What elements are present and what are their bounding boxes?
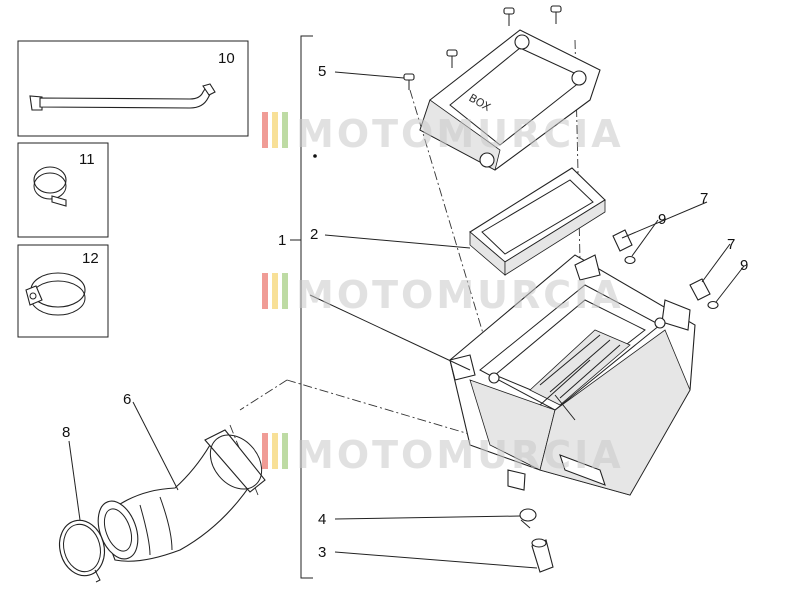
callout-6: 6: [123, 391, 131, 408]
callout-5: 5: [318, 63, 326, 80]
airbox-body: [449, 254, 696, 496]
callout-7a: 7: [700, 190, 708, 207]
callout-7b: 7: [727, 236, 735, 253]
hose-clamp-4: [519, 508, 537, 529]
inset-hose-10: [17, 40, 249, 137]
inset-clamp-11: [17, 142, 109, 238]
airbox-lid: BOX: [419, 29, 601, 171]
callout-3: 3: [318, 544, 326, 561]
callout-11: 11: [79, 151, 95, 168]
screws-5: [403, 5, 562, 90]
watermark-2: MOTOMURCIA: [262, 273, 624, 317]
spring-clamp-8: [58, 519, 106, 583]
watermark-3: MOTOMURCIA: [262, 433, 624, 477]
callout-12: 12: [82, 250, 99, 267]
watermark-text: MOTOMURCIA: [296, 273, 624, 317]
watermark-text: MOTOMURCIA: [296, 433, 624, 477]
callout-4: 4: [318, 511, 326, 528]
callout-9a: 9: [658, 211, 666, 228]
drain-tube-3: [531, 538, 554, 573]
assembly-bracket: [300, 35, 313, 579]
callout-9b: 9: [740, 257, 748, 274]
callout-10: 10: [218, 50, 235, 67]
air-filter: [469, 167, 606, 276]
callout-8: 8: [62, 424, 70, 441]
watermark-1: MOTOMURCIA: [262, 112, 624, 156]
leader-lines: [68, 71, 745, 569]
callout-1: 1: [278, 232, 286, 249]
callout-labels: 10 11 12 5 2 1 6 8 4 3 7 9 7 9: [62, 50, 748, 561]
intake-duct-6: [97, 429, 266, 562]
clips-7: [612, 229, 711, 301]
callout-2: 2: [310, 226, 318, 243]
inset-clamp-12: [17, 244, 109, 338]
watermark-text: MOTOMURCIA: [296, 112, 624, 156]
nuts-9: [624, 255, 719, 310]
